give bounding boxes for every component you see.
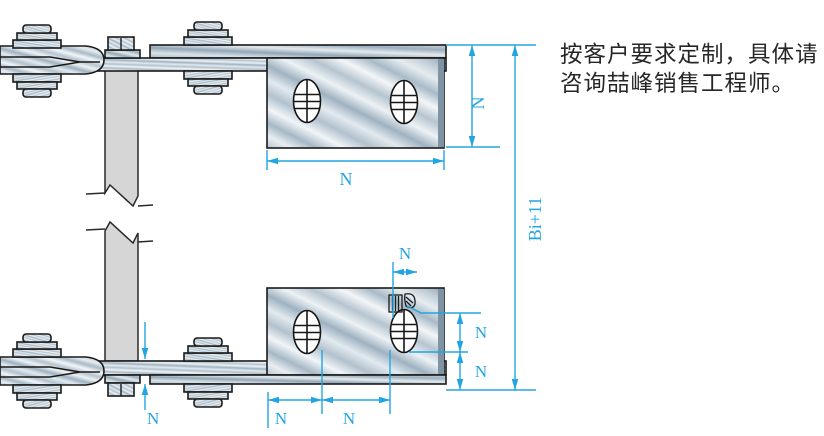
lower-assembly [0, 287, 447, 409]
upper-bracket-edge-shade [438, 59, 444, 147]
bar-fixing-bolt-upper [104, 36, 141, 59]
support-bar-lower [104, 220, 139, 362]
upper-assembly [0, 21, 447, 149]
leader-line [406, 305, 422, 314]
customization-note: 按客户要求定制，具体请 咨询喆峰销售工程师。 [560, 42, 819, 96]
link-pin-bolt [183, 337, 233, 362]
link-pin-bolt [12, 333, 62, 358]
dim-label-right-lower-spacing: N [475, 362, 487, 381]
lower-link-fork [0, 356, 105, 386]
upper-bracket-top-flange [149, 44, 447, 59]
note-line-1: 按客户要求定制，具体请 [560, 42, 819, 67]
link-pin-bolt [12, 24, 62, 49]
support-bar [85, 69, 154, 362]
link-pin-bolt [183, 70, 233, 95]
dim-label-overall-height: Bi+11 [525, 197, 545, 242]
dim-label-upper-plate-height: N [468, 97, 488, 110]
dim-label-slot-width: N [399, 244, 411, 263]
support-bar-upper [104, 69, 139, 208]
dim-label-bottom-hole-pitch: N [343, 409, 355, 428]
link-pin-bolt [183, 21, 233, 46]
slot-hole [389, 79, 419, 125]
upper-link-fork [0, 45, 105, 75]
dim-label-upper-plate-width: N [340, 169, 353, 189]
dim-label-right-upper-spacing: N [475, 323, 487, 342]
slot-hole [389, 308, 419, 354]
dimension-annotations: N N Bi+11 N N N N N N [141, 44, 545, 428]
link-pin-bolt [183, 383, 233, 408]
slot-hole [292, 78, 322, 124]
bar-fixing-bolt-lower [104, 374, 141, 397]
upper-fork-split-lines [0, 56, 100, 68]
link-pin-bolt [12, 384, 62, 409]
dim-label-bottom-left-spacing: N [275, 409, 287, 428]
note-line-2: 咨询喆峰销售工程师。 [560, 71, 795, 96]
lower-bracket-edge-shade [438, 289, 444, 374]
link-pin-bolt [12, 73, 62, 98]
slot-hole [292, 309, 322, 355]
lower-bracket-bottom-flange [149, 374, 447, 385]
dim-label-plate-thickness: N [147, 409, 159, 428]
bar-break-symbol [85, 192, 154, 243]
lower-fork-split-lines [0, 366, 100, 378]
